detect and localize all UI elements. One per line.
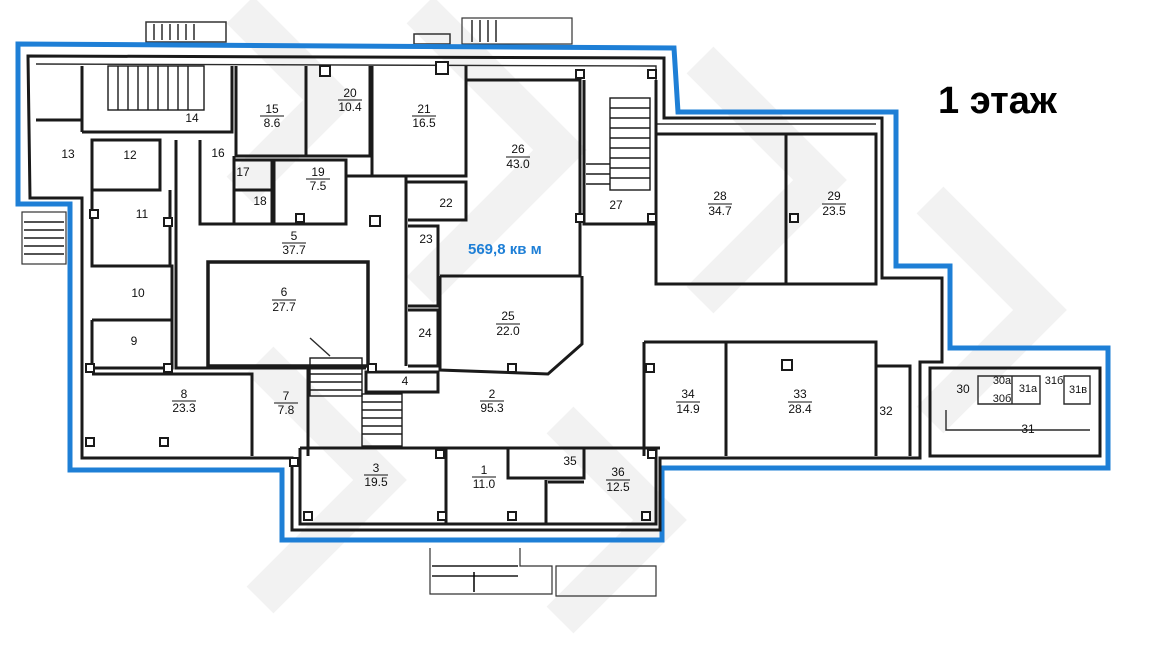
room-6-area: 27.7	[272, 300, 296, 314]
room-25-number: 25	[501, 309, 515, 323]
room-31v-number: 31в	[1069, 384, 1087, 396]
room-19-area: 7.5	[310, 179, 327, 193]
room-30-number: 30	[956, 382, 970, 396]
room-19-number: 19	[311, 165, 325, 179]
room-8-area: 23.3	[172, 401, 196, 415]
room-8-number: 8	[181, 387, 188, 401]
room-9-number: 9	[131, 334, 138, 348]
room-20-number: 20	[343, 86, 357, 100]
room-29-number: 29	[827, 189, 841, 203]
room-16-number: 16	[211, 146, 225, 160]
room-labels: 1 11.0 2 95.3 3 19.5 4 5 37.7 6 27.7 7 7…	[61, 86, 1087, 494]
room-7-number: 7	[283, 389, 290, 403]
room-2-number: 2	[489, 387, 496, 401]
room-28-number: 28	[713, 189, 727, 203]
floor-title: 1 этаж	[938, 80, 1057, 122]
total-area-label: 569,8 кв м	[468, 241, 542, 258]
room-31-number: 31	[1021, 422, 1035, 436]
room-3-area: 19.5	[364, 475, 388, 489]
room-5-area: 37.7	[282, 243, 306, 257]
room-28-area: 34.7	[708, 204, 732, 218]
room-33-number: 33	[793, 387, 807, 401]
room-24-number: 24	[418, 326, 432, 340]
floor-outline	[15, 41, 1111, 543]
room-5-number: 5	[291, 229, 298, 243]
room-34-number: 34	[681, 387, 695, 401]
room-25-area: 22.0	[496, 324, 520, 338]
room-3-number: 3	[373, 461, 380, 475]
room-14-number: 14	[185, 111, 199, 125]
room-21-area: 16.5	[412, 116, 436, 130]
room-4-number: 4	[402, 374, 409, 388]
room-23-number: 23	[419, 232, 433, 246]
room-18-number: 18	[253, 194, 267, 208]
room-11-number: 11	[136, 207, 149, 221]
room-22-number: 22	[439, 196, 453, 210]
room-31a-number: 31а	[1019, 383, 1038, 395]
room-26-area: 43.0	[506, 157, 530, 171]
room-26-number: 26	[511, 142, 525, 156]
exterior-stairs	[21, 17, 657, 597]
room-27-number: 27	[609, 198, 623, 212]
room-34-area: 14.9	[676, 402, 700, 416]
room-1-area: 11.0	[473, 477, 496, 491]
room-20-area: 10.4	[338, 100, 362, 114]
room-30a-number: 30а	[993, 375, 1012, 387]
columns	[85, 61, 799, 521]
room-31b-number: 31б	[1045, 375, 1064, 387]
room-36-number: 36	[611, 465, 625, 479]
room-6-number: 6	[281, 285, 288, 299]
room-29-area: 23.5	[822, 204, 846, 218]
room-35-number: 35	[563, 454, 577, 468]
room-10-number: 10	[131, 286, 145, 300]
room-2-area: 95.3	[480, 401, 504, 415]
room-30b-number: 30б	[993, 393, 1012, 405]
room-12-number: 12	[123, 148, 137, 162]
room-17-number: 17	[236, 165, 250, 179]
room-13-number: 13	[61, 147, 75, 161]
walls	[26, 54, 1102, 532]
room-32-number: 32	[879, 404, 893, 418]
room-36-area: 12.5	[606, 480, 630, 494]
room-1-number: 1	[481, 463, 488, 477]
room-7-area: 7.8	[278, 403, 295, 417]
room-15-area: 8.6	[264, 116, 281, 130]
room-21-number: 21	[417, 102, 431, 116]
room-33-area: 28.4	[788, 402, 812, 416]
room-15-number: 15	[265, 102, 279, 116]
